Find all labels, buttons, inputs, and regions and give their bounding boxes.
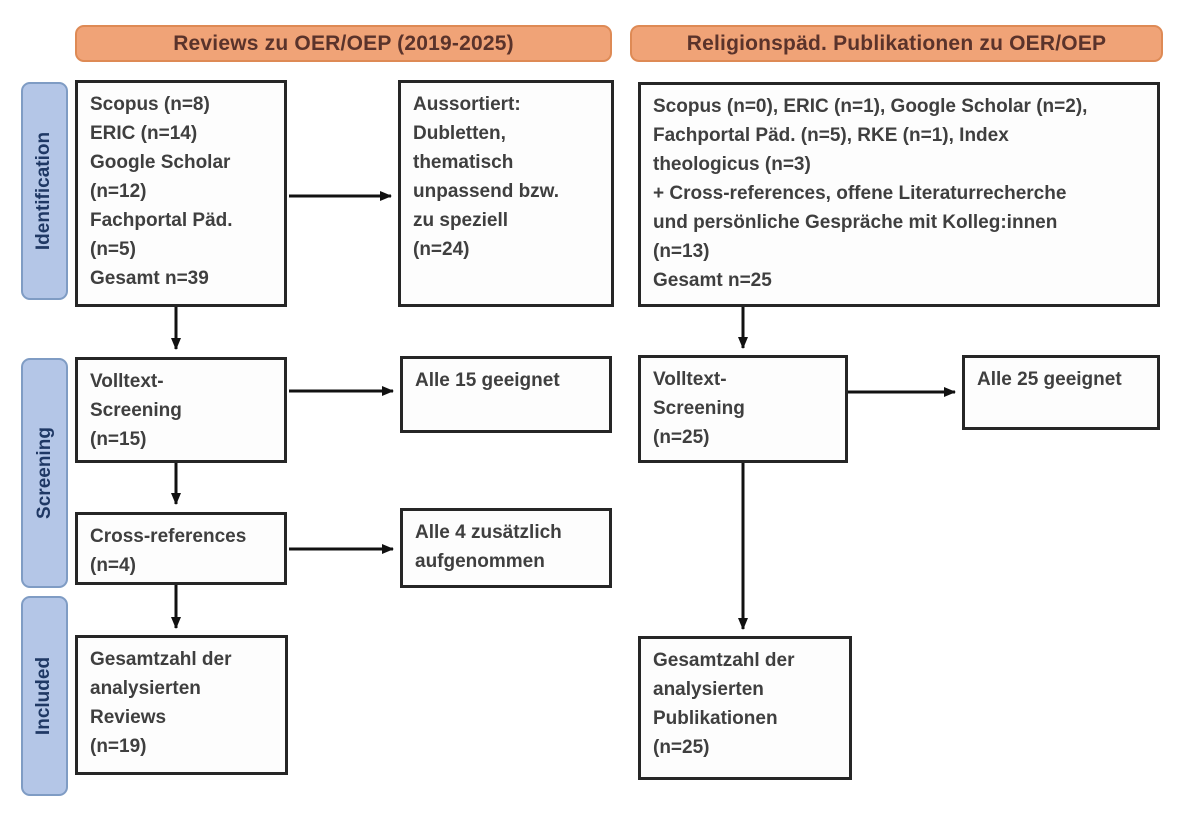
stage-label-included: Included (33, 656, 55, 736)
box-left-fulltext-result: Alle 15 geeignet (400, 356, 612, 433)
box-right-fulltext-screening: Volltext- Screening (n=25) (638, 355, 848, 463)
box-right-sources: Scopus (n=0), ERIC (n=1), Google Scholar… (638, 82, 1160, 307)
column-header-reviews: Reviews zu OER/OEP (2019-2025) (75, 25, 612, 62)
column-header-religionspaed: Religionspäd. Publikationen zu OER/OEP (630, 25, 1163, 62)
box-left-crossrefs-result: Alle 4 zusätzlich aufgenommen (400, 508, 612, 588)
box-right-fulltext-result: Alle 25 geeignet (962, 355, 1160, 430)
stage-label-identification: Identification (33, 131, 55, 251)
stage-badge-identification: Identification (21, 82, 68, 300)
box-left-excluded: Aussortiert: Dubletten, thematisch unpas… (398, 80, 614, 307)
box-right-included-total: Gesamtzahl der analysierten Publikatione… (638, 636, 852, 780)
box-left-sources: Scopus (n=8) ERIC (n=14) Google Scholar … (75, 80, 287, 307)
stage-badge-screening: Screening (21, 358, 68, 588)
box-left-fulltext-screening: Volltext- Screening (n=15) (75, 357, 287, 463)
box-left-included-total: Gesamtzahl der analysierten Reviews (n=1… (75, 635, 288, 775)
stage-badge-included: Included (21, 596, 68, 796)
box-left-crossrefs: Cross-references (n=4) (75, 512, 287, 585)
stage-label-screening: Screening (33, 427, 55, 519)
